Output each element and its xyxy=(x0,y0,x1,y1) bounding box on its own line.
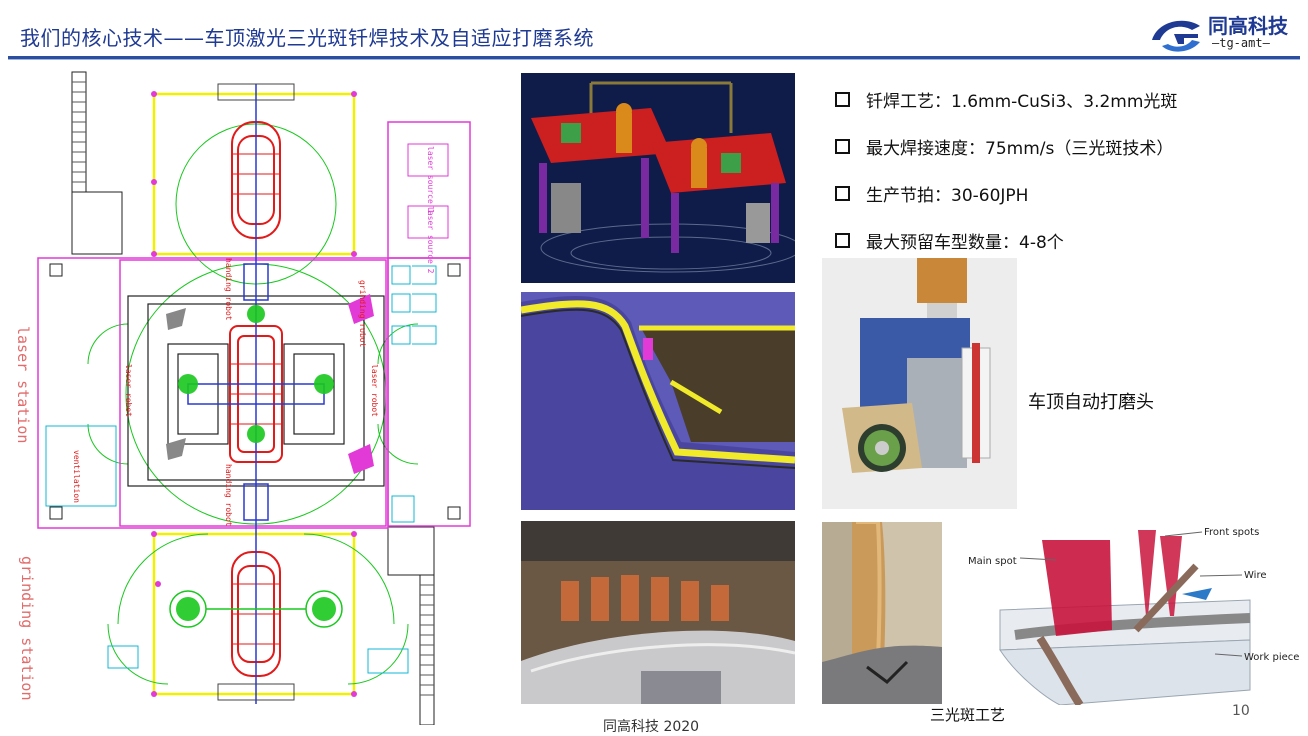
ventilation-label: ventilation xyxy=(72,450,81,503)
roof-joint-cross-section xyxy=(521,292,795,510)
checkbox-bullet-icon xyxy=(835,139,850,154)
tg-logo-icon xyxy=(1152,20,1200,52)
wire-label: Wire xyxy=(1244,570,1267,581)
spec-item: 生产节拍：30-60JPH xyxy=(835,170,1295,217)
laser-robot-right-label: laser robot xyxy=(370,364,379,417)
grinding-robot-label: grinding robot xyxy=(358,280,367,348)
title-underline-thin xyxy=(8,59,1300,60)
laser-robot-left-label: laser robot xyxy=(124,364,133,417)
spec-item: 钎焊工艺：1.6mm-CuSi3、3.2mm光斑 xyxy=(835,76,1295,123)
spec-list: 钎焊工艺：1.6mm-CuSi3、3.2mm光斑 最大焊接速度：75mm/s（三… xyxy=(835,76,1295,264)
cell-layout-drawing: laser station grinding station laser sou… xyxy=(8,64,508,725)
grinding-station-label: grinding station xyxy=(18,556,36,701)
laser-station-label: laser station xyxy=(14,326,32,443)
handing-robot-top-label: handing robot xyxy=(224,258,233,321)
brazing-tooling-photo xyxy=(521,521,795,704)
laser-source-2-label: laser source 2 xyxy=(426,206,435,274)
footer-copyright: 同高科技 2020 xyxy=(603,719,700,735)
spec-item: 最大预留车型数量：4-8个 xyxy=(835,217,1295,264)
grinding-head-render xyxy=(822,258,1017,509)
checkbox-bullet-icon xyxy=(835,233,850,248)
main-spot-label: Main spot xyxy=(968,556,1017,567)
brazed-seam-photo xyxy=(822,522,942,704)
spec-item: 最大焊接速度：75mm/s（三光斑技术） xyxy=(835,123,1295,170)
title-underline xyxy=(8,56,1300,59)
work-piece-label: Work piece xyxy=(1244,652,1299,663)
checkbox-bullet-icon xyxy=(835,92,850,107)
checkbox-bullet-icon xyxy=(835,186,850,201)
logo-name: 同高科技 xyxy=(1208,14,1288,38)
handing-robot-bottom-label: handing robot xyxy=(224,464,233,527)
triple-spot-diagram: Main spot Front spots Wire Work piece xyxy=(960,520,1305,705)
laser-source-1-label: laser source 1 xyxy=(426,146,435,214)
grinding-head-caption: 车顶自动打磨头 xyxy=(1028,392,1154,413)
front-spots-label: Front spots xyxy=(1204,527,1259,538)
cell-3d-render xyxy=(521,73,795,283)
page-title: 我们的核心技术——车顶激光三光斑钎焊技术及自适应打磨系统 xyxy=(20,26,594,50)
logo-subtitle: —tg-amt— xyxy=(1212,36,1270,50)
triple-spot-caption: 三光斑工艺 xyxy=(930,706,1006,724)
page-number: 10 xyxy=(1232,703,1250,719)
